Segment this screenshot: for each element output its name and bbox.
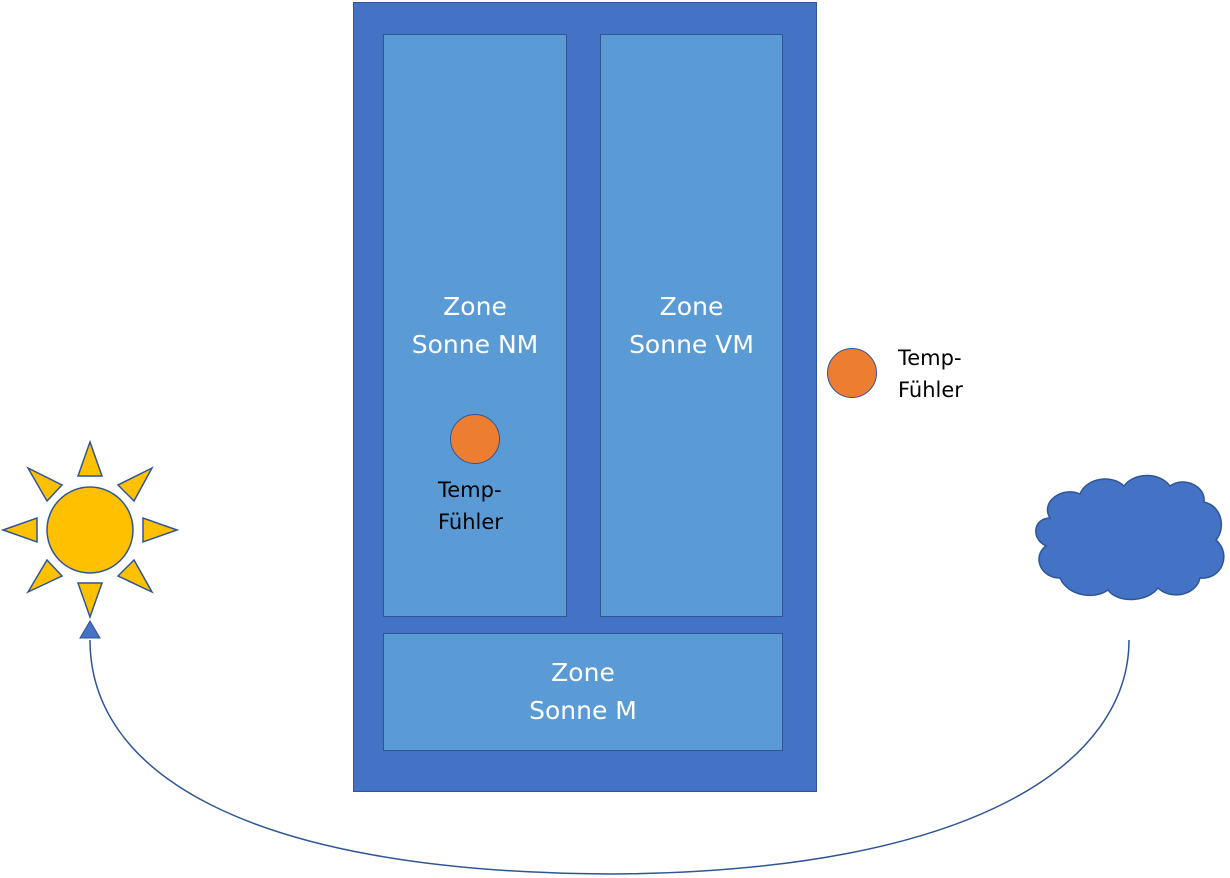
zone-sonne-m-label: Zone Sonne M: [384, 654, 782, 730]
zone-sonne-vm-label-line1: Zone: [659, 292, 724, 321]
zone-sonne-vm: Zone Sonne VM: [600, 34, 783, 617]
sun-path-arc: [89, 639, 1130, 875]
temp-sensor-inside-label-line2: Fühler: [438, 510, 503, 534]
temp-sensor-outside-label-line2: Fühler: [898, 378, 963, 402]
temp-sensor-inside: [450, 414, 500, 464]
sun-path-arrow: [79, 620, 101, 639]
temp-sensor-inside-label-line1: Temp-: [438, 478, 502, 502]
zone-sonne-m-label-line1: Zone: [551, 658, 615, 687]
zone-sonne-nm: Zone Sonne NM: [383, 34, 567, 617]
zone-sonne-m-label-line2: Sonne M: [529, 696, 637, 725]
zone-sonne-nm-label-line1: Zone: [443, 292, 507, 321]
temp-sensor-inside-label: Temp- Fühler: [438, 474, 503, 538]
zone-sonne-vm-label-line2: Sonne VM: [629, 330, 754, 359]
zone-sonne-nm-label-line2: Sonne NM: [411, 330, 539, 359]
cloud-icon: [1035, 474, 1225, 601]
zone-sonne-vm-label: Zone Sonne VM: [601, 288, 782, 364]
temp-sensor-outside-label: Temp- Fühler: [898, 342, 963, 406]
zone-sonne-nm-label: Zone Sonne NM: [384, 288, 566, 364]
zone-sonne-m: Zone Sonne M: [383, 633, 783, 751]
temp-sensor-outside: [827, 348, 877, 398]
sun-icon: [0, 439, 180, 620]
temp-sensor-outside-label-line1: Temp-: [898, 346, 962, 370]
